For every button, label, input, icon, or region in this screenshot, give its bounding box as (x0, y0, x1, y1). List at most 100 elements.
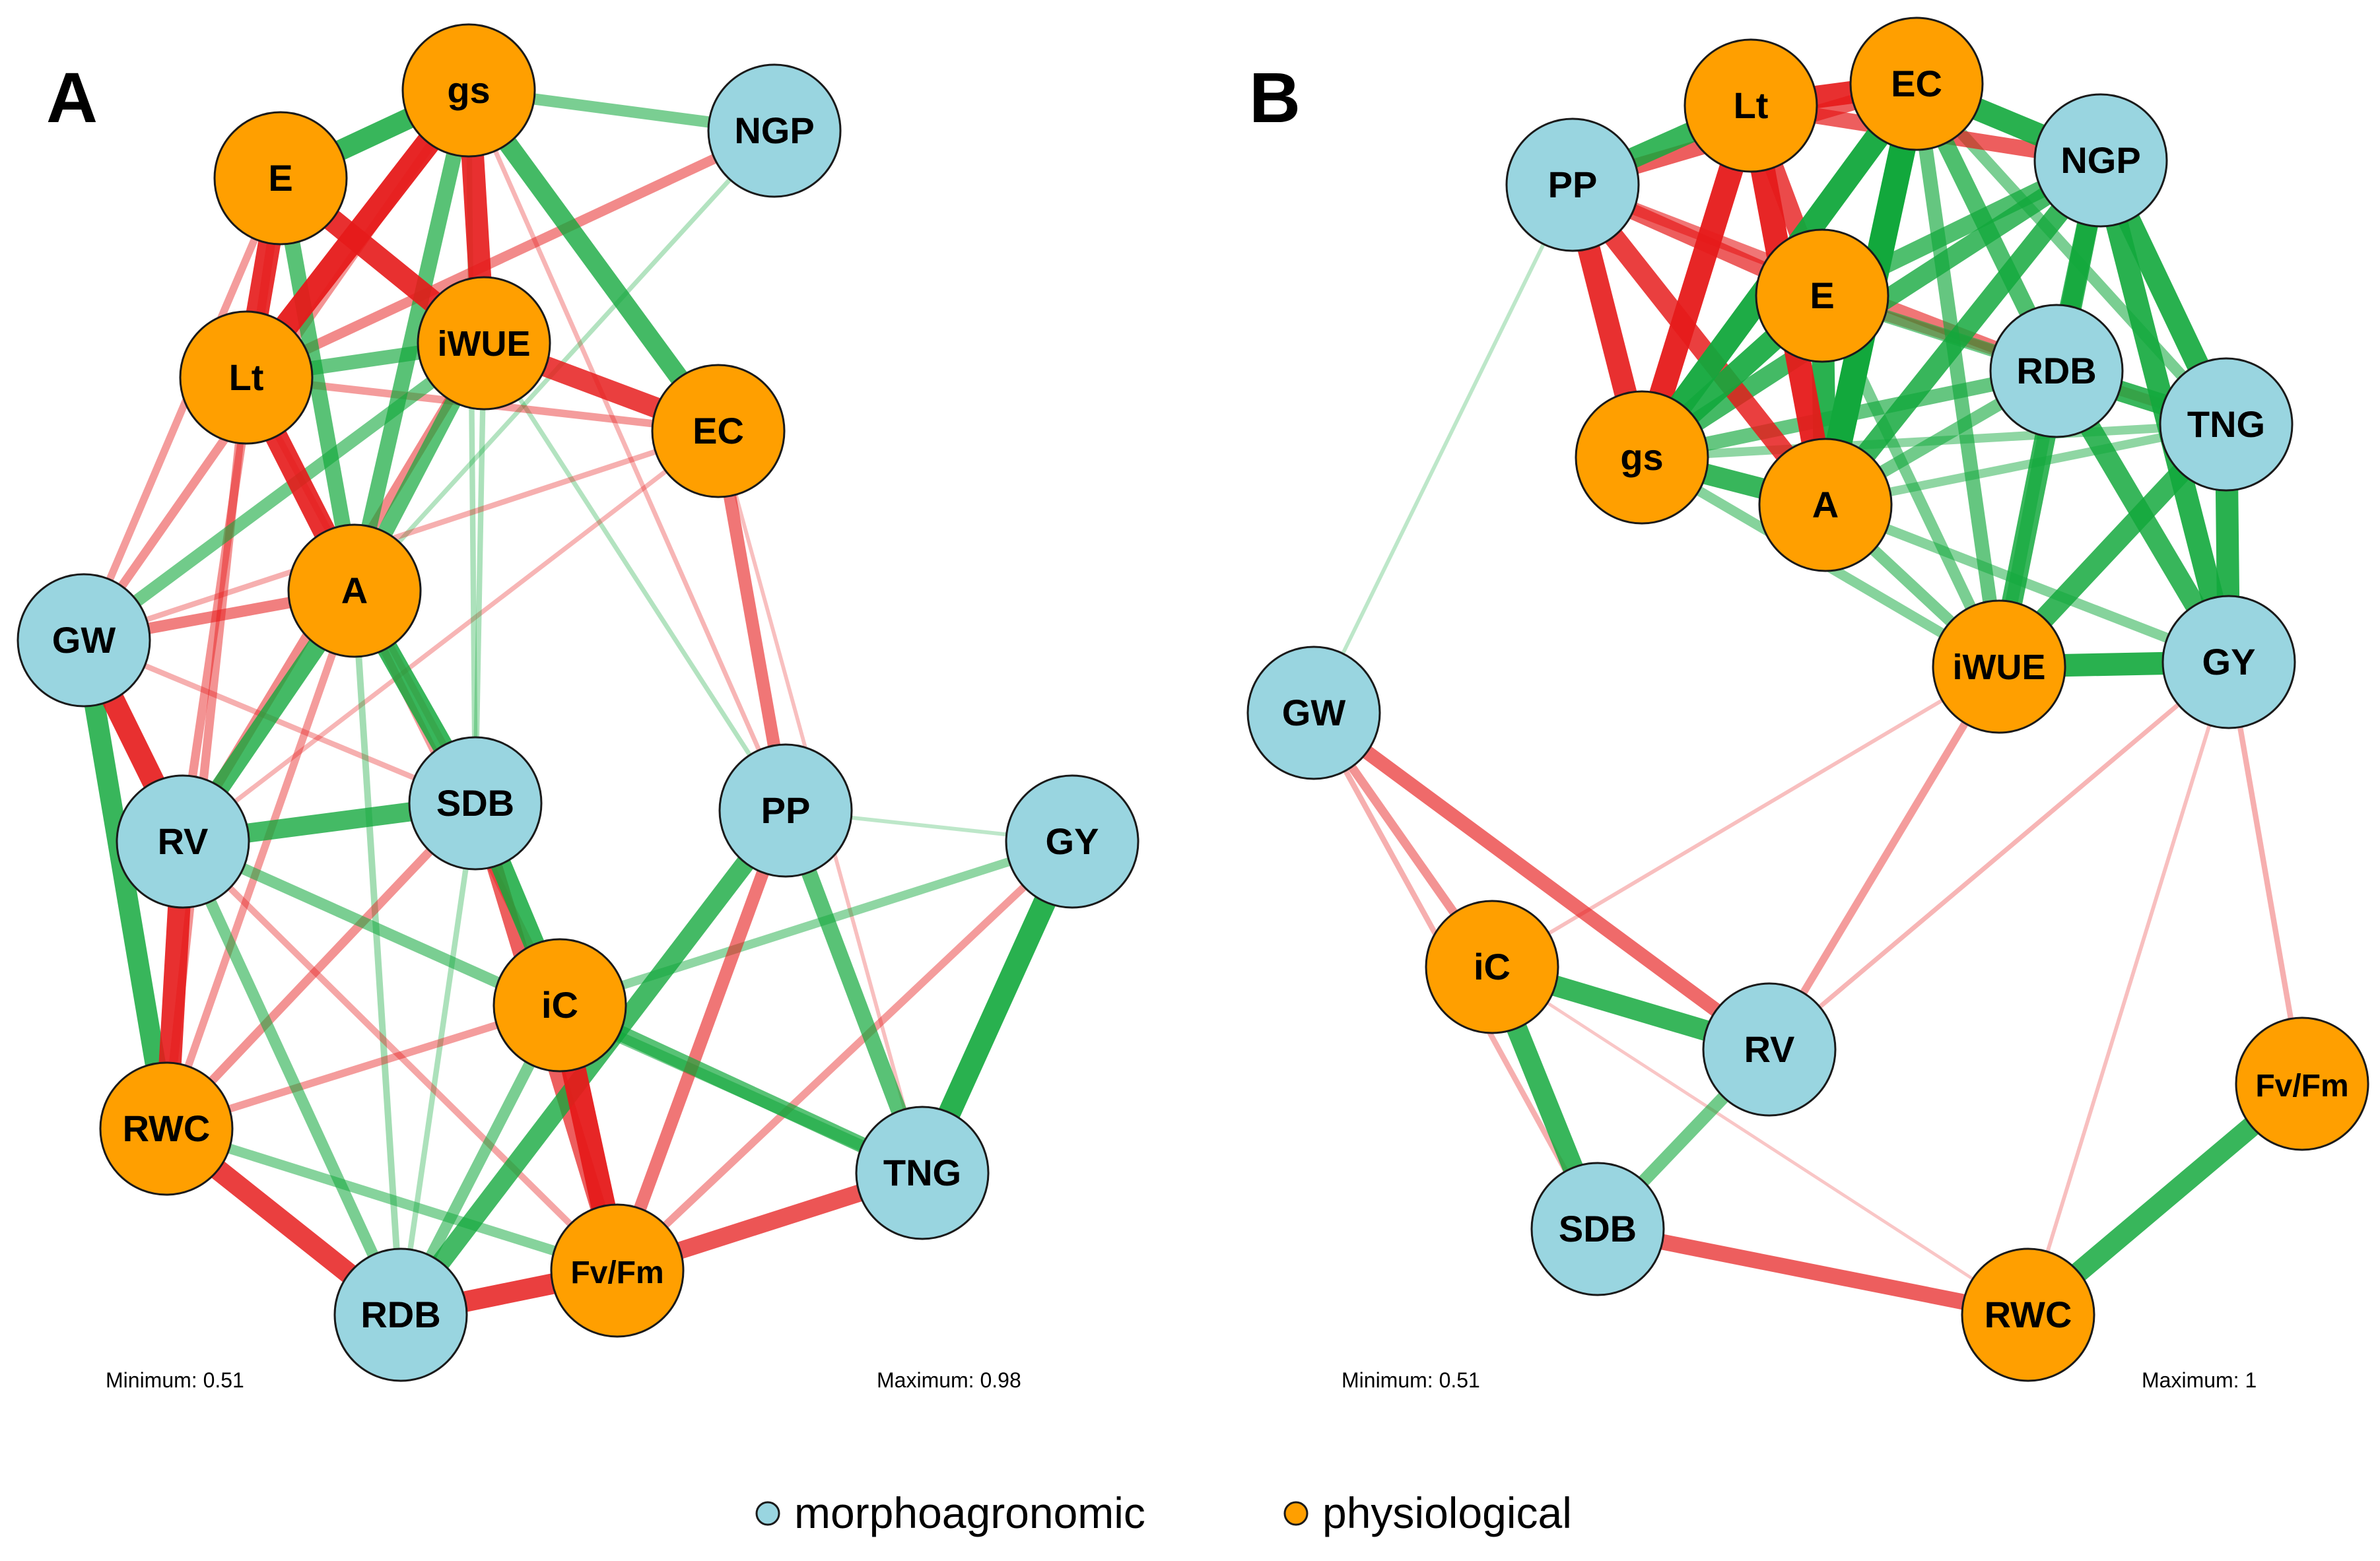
node-gy: GY (1005, 774, 1139, 909)
node-e: E (1755, 228, 1889, 363)
node-circle (550, 1203, 685, 1338)
node-label: Lt (229, 356, 264, 398)
edge-pp-fvfm (611, 808, 792, 1273)
node-circle (855, 1106, 990, 1240)
node-ic: iC (493, 938, 627, 1073)
node-label: TNG (2187, 403, 2265, 445)
edge-gs-a (347, 88, 477, 593)
node-circle (2159, 357, 2294, 492)
node-label: A (341, 570, 368, 611)
node-label: RDB (2016, 350, 2096, 391)
edge-pp-gw (1312, 183, 1575, 714)
node-label: gs (1620, 436, 1663, 478)
node-label: A (1812, 484, 1839, 525)
node-label: GW (1282, 692, 1346, 733)
edge-gs-ec (461, 84, 726, 437)
node-circle (213, 111, 348, 246)
node-label: iC (1474, 946, 1511, 987)
node-circle (1989, 304, 2124, 438)
edge-e-gw (80, 176, 285, 642)
node-label: SDB (1559, 1208, 1637, 1249)
node-label: TNG (883, 1152, 961, 1193)
node-gw: GW (1246, 646, 1381, 780)
edge-gy-rv (1767, 660, 2231, 1051)
node-label: gs (447, 69, 490, 111)
node-circle (401, 23, 536, 158)
edge-a-gy (1823, 500, 2231, 667)
panel-b-minimum: Minimum: 0.51 (1342, 1368, 1480, 1392)
node-circle (651, 364, 786, 498)
node-circle (1849, 17, 1984, 151)
node-tng: TNG (2159, 357, 2294, 492)
node-lt: Lt (1683, 38, 1818, 173)
node-circle (1932, 599, 2066, 734)
node-label: GW (52, 619, 116, 661)
node-circle (1961, 1247, 2095, 1382)
node-circle (1758, 438, 1893, 572)
node-circle (1530, 1162, 1665, 1296)
edge-a-rwc (162, 589, 358, 1130)
node-circle (1683, 38, 1818, 173)
node-e: E (213, 111, 348, 246)
edge-a-rdb (351, 590, 404, 1315)
node-rdb: RDB (333, 1247, 468, 1382)
node-pp: PP (1505, 117, 1640, 252)
edge-ec-gw (83, 428, 720, 643)
node-circle (17, 573, 151, 708)
node-rv: RV (1702, 982, 1837, 1117)
node-label: RWC (1985, 1294, 2072, 1335)
edge-ic-rwc (1491, 965, 2029, 1317)
node-label: RDB (360, 1294, 440, 1335)
edge-gw-rv (1309, 707, 1774, 1055)
edge-ngp-lt (244, 126, 777, 382)
node-circle (116, 774, 250, 909)
node-iwue: iWUE (417, 276, 551, 411)
node-fvfm: Fv/Fm (550, 1203, 685, 1338)
node-circle (2235, 1016, 2369, 1151)
node-iwue: iWUE (1932, 599, 2066, 734)
node-ngp: NGP (707, 63, 842, 198)
node-label: PP (761, 789, 811, 831)
node-label: iC (541, 984, 578, 1026)
node-circle (1425, 900, 1559, 1034)
edge-e-a (273, 176, 362, 593)
node-label: PP (1548, 164, 1598, 205)
node-label: RV (158, 820, 209, 862)
panel-a-maximum: Maximum: 0.98 (877, 1368, 1021, 1392)
node-ngp: NGP (2033, 93, 2168, 228)
node-rdb: RDB (1989, 304, 2124, 438)
node-circle (1246, 646, 1381, 780)
node-circle (179, 310, 314, 445)
panel-a-label: A (46, 57, 98, 137)
node-circle (99, 1061, 234, 1196)
node-circle (287, 523, 422, 658)
edge-pp-a (1564, 178, 1834, 512)
edge-iwue-pp (482, 342, 788, 812)
node-label: Fv/Fm (2255, 1069, 2348, 1104)
edge-rwc-fvfm (164, 1123, 619, 1276)
node-circle (2161, 595, 2296, 729)
edge-gy-ic (558, 837, 1074, 1010)
legend-label-morphoagronomic: morphoagronomic (794, 1488, 1145, 1537)
panel-b-label: B (1249, 57, 1301, 137)
node-gs: gs (401, 23, 536, 158)
node-label: NGP (734, 110, 814, 151)
panel-a-minimum: Minimum: 0.51 (106, 1368, 244, 1392)
node-rwc: RWC (1961, 1247, 2095, 1382)
edge-gy-fvfm (2226, 661, 2305, 1084)
node-gy: GY (2161, 595, 2296, 729)
node-fvfm: Fv/Fm (2235, 1016, 2369, 1151)
node-rwc: RWC (99, 1061, 234, 1196)
node-gs: gs (1575, 390, 1709, 525)
node-circle (493, 938, 627, 1073)
node-label: Fv/Fm (570, 1255, 663, 1290)
node-a: A (287, 523, 422, 658)
node-label: E (268, 157, 292, 199)
node-circle (1005, 774, 1139, 909)
legend: morphoagronomic physiological (755, 1488, 1572, 1537)
